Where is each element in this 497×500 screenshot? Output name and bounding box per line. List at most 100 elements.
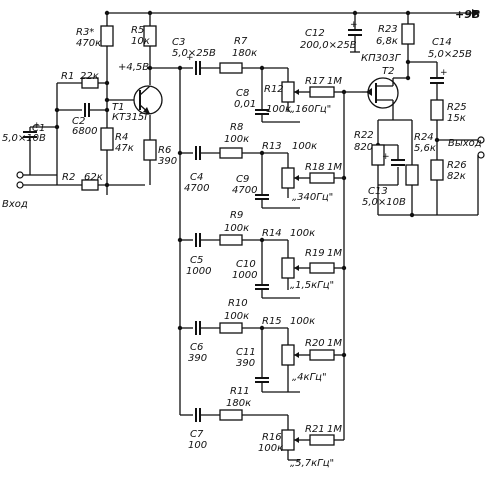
components-r15-value-label: 100к	[290, 316, 315, 327]
resistor-r19	[309, 262, 335, 274]
components-c4-value-label: 4700	[184, 183, 209, 194]
components-r25-ref-label: R25	[447, 102, 467, 113]
components-r7-value-label: 180к	[232, 48, 257, 59]
components-c2-value-label: 6800	[72, 126, 97, 137]
bands-b1-label: „160Гц"	[290, 104, 331, 115]
components-c8-ref-label: C8	[236, 88, 249, 99]
components-r3-ref-label: R3*	[76, 27, 94, 38]
capacitor-c6	[195, 321, 201, 335]
components-r12-ref-label: R12	[264, 84, 284, 95]
bands-b4-label: „4кГц"	[292, 372, 327, 383]
components-r20-ref-label: R20	[305, 338, 325, 349]
components-r13-ref-label: R13	[262, 141, 282, 152]
components-r17-value-label: 1М	[327, 76, 342, 87]
components-r17-ref-label: R17	[305, 76, 325, 87]
components-c6-ref-label: C6	[190, 342, 203, 353]
components-r22-value-label: 820	[354, 142, 373, 153]
components-r23-ref-label: R23	[378, 24, 398, 35]
components-c8-value-label: 0,01	[234, 99, 256, 110]
capacitor-c3	[195, 61, 201, 75]
components-r4-ref-label: R4	[115, 132, 128, 143]
output-terminals	[437, 136, 485, 216]
capacitors	[23, 29, 444, 422]
components-r20-value-label: 1М	[327, 338, 342, 349]
resistor-r18	[309, 172, 335, 184]
t1-type: КТ315Г	[112, 112, 151, 123]
components-c14-ref-label: C14	[432, 37, 452, 48]
components-r5-ref-label: R5	[131, 25, 144, 36]
node-voltage: +4,5В	[118, 62, 149, 73]
svg-text:+: +	[33, 121, 41, 131]
components-r19-value-label: 1М	[327, 248, 342, 259]
components-c11-ref-label: C11	[236, 347, 256, 358]
capacitor-c2	[84, 103, 90, 117]
svg-text:+: +	[350, 20, 358, 30]
components-r16-value-label: 100к	[258, 443, 283, 454]
components-r14-value-label: 100к	[290, 228, 315, 239]
capacitor-c11	[255, 377, 269, 392]
resistor-r17	[309, 86, 335, 98]
components-c2-ref-label: C2	[72, 116, 85, 127]
components-r10-value-label: 100к	[224, 311, 249, 322]
components-r22-ref-label: R22	[354, 130, 374, 141]
components-c11-value-label: 390	[236, 358, 255, 369]
components-r21-ref-label: R21	[305, 424, 325, 435]
resistor-r26	[430, 159, 444, 181]
svg-text:+: +	[440, 68, 448, 78]
resistor-r10	[219, 322, 243, 334]
components-r8-ref-label: R8	[230, 122, 243, 133]
bands-b5-label: „5,7кГц"	[290, 458, 334, 469]
wiring	[29, 9, 480, 460]
components-c13-ref-label: C13	[368, 186, 388, 197]
components-r19-ref-label: R19	[305, 248, 325, 259]
components-r23-value-label: 6,8к	[376, 36, 398, 47]
components-r9-value-label: 100к	[224, 223, 249, 234]
capacitor-c5	[195, 233, 201, 247]
ground-marks	[261, 51, 360, 461]
t2-type: КП303Г	[361, 53, 402, 64]
potentiometer-r15	[281, 344, 295, 366]
pot-wipers	[294, 89, 300, 443]
components-r25-value-label: 15к	[447, 113, 466, 124]
t1-ref: T1	[112, 102, 124, 113]
components-r6-ref-label: R6	[158, 145, 171, 156]
resistor-r8	[219, 147, 243, 159]
components-c9-ref-label: C9	[236, 174, 249, 185]
capacitor-c10	[255, 284, 269, 295]
transistor-t2	[362, 77, 399, 109]
components-r15-ref-label: R15	[262, 316, 282, 327]
t2-ref: T2	[382, 66, 394, 77]
resistor-r23	[401, 23, 415, 45]
components-r24-ref-label: R24	[414, 132, 434, 143]
components-c5-value-label: 1000	[186, 266, 211, 277]
input-label: Вход	[2, 199, 28, 210]
resistor-r24	[405, 164, 419, 186]
components-r11-ref-label: R11	[230, 386, 250, 397]
components-c6-value-label: 390	[188, 353, 207, 364]
components-c4-ref-label: C4	[190, 172, 203, 183]
resistor-r5	[143, 25, 157, 47]
components-r7-ref-label: R7	[234, 36, 248, 47]
components-c9-value-label: 4700	[232, 185, 257, 196]
capacitor-c12	[348, 29, 362, 40]
labels: +9В Вход Выход T1 КТ315Г КП303Г T2 +4,5В…	[2, 8, 482, 469]
resistor-r4	[100, 127, 114, 151]
components-r14-ref-label: R14	[262, 228, 282, 239]
components-c13-value-label: 5,0×10В	[362, 197, 406, 208]
components-r1-ref-label: R1	[61, 71, 74, 82]
components-r13-value-label: 100к	[292, 141, 317, 152]
resistor-r25	[430, 99, 444, 121]
components-r24-value-label: 5,6к	[414, 143, 436, 154]
resistor-r7	[219, 62, 243, 74]
components-c10-value-label: 1000	[232, 270, 257, 281]
components-r6-value-label: 390	[158, 156, 177, 167]
components-r1-value-label: 22к	[80, 71, 99, 82]
resistor-r2	[81, 179, 99, 191]
resistor-r6	[143, 139, 157, 161]
components-r2-ref-label: R2	[62, 172, 75, 183]
potentiometer-r13	[281, 167, 295, 189]
components-c3-value-label: 5,0×25В	[172, 48, 216, 59]
capacitor-c13	[391, 159, 405, 166]
components-c3-ref-label: C3	[172, 37, 185, 48]
